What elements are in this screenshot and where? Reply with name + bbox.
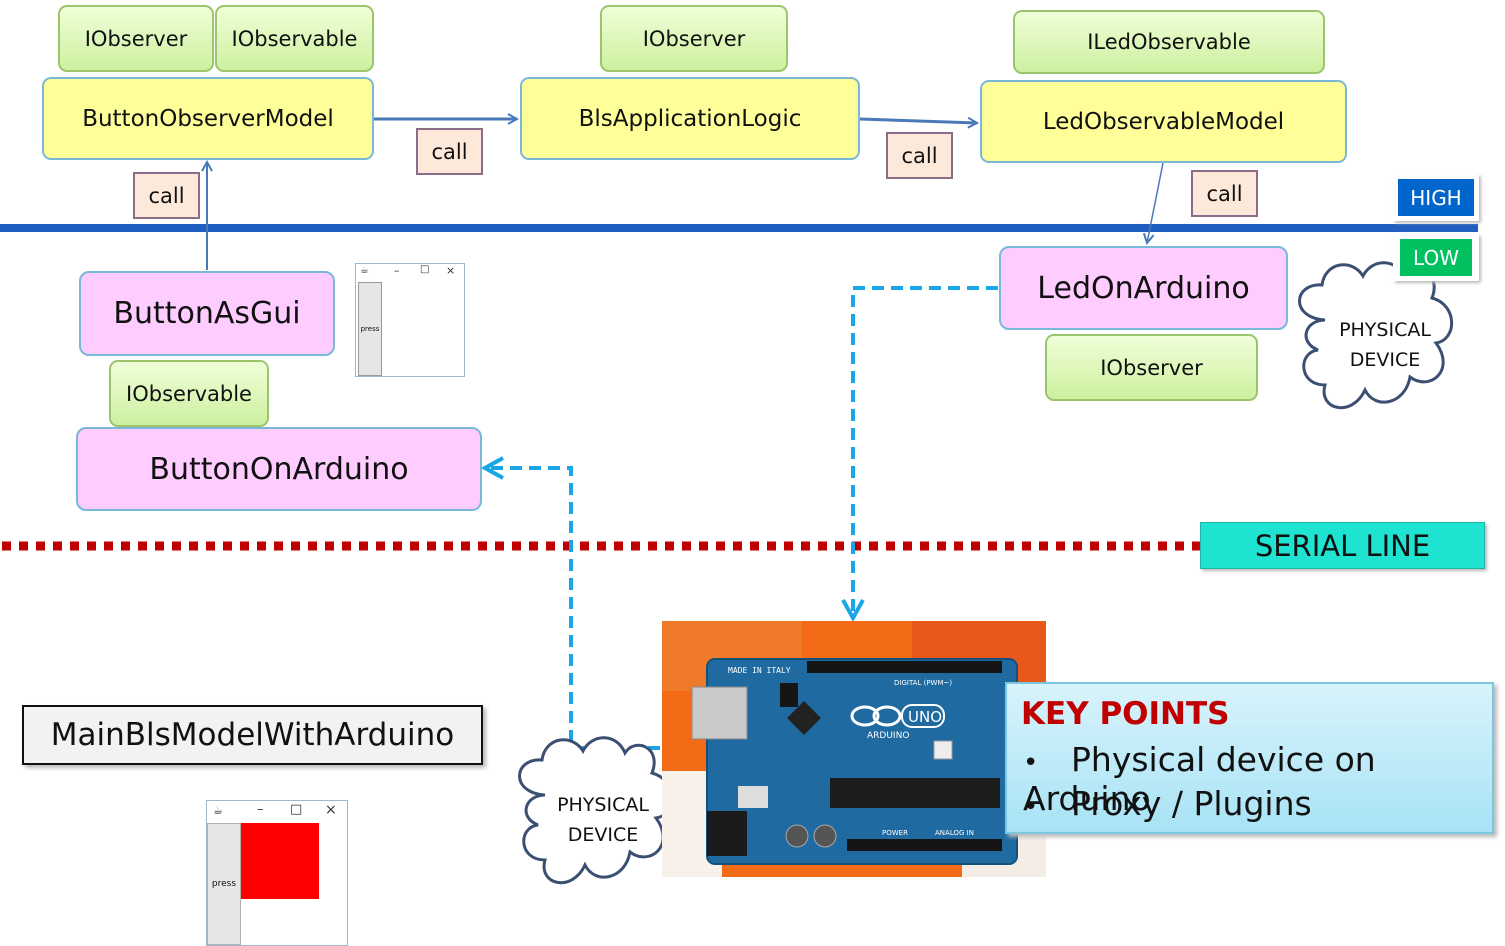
led-indicator — [241, 823, 319, 899]
physical-device-label-top: PHYSICAL DEVICE — [1339, 319, 1431, 371]
high-level-line — [0, 224, 1478, 232]
call-label-bom: call — [416, 128, 483, 175]
button-on-arduino-box: ButtonOnArduino — [76, 427, 482, 511]
arrow-led-model-to-arduino — [1147, 162, 1164, 243]
board-model: UNO — [908, 708, 942, 726]
arduino-board-drawing: ARDUINO UNO MADE IN ITALY DIGITAL (PWM~)… — [662, 621, 1046, 877]
key-points-panel: KEY POINTS •Physical device on Arduino •… — [1005, 682, 1494, 834]
gui-window-small: ☕ – □ × press — [355, 263, 465, 377]
high-tag-frame: HIGH — [1393, 174, 1479, 221]
window-titlebar-2: ☕ – □ × — [207, 801, 347, 821]
board-digital: DIGITAL (PWM~) — [894, 679, 952, 687]
button-as-gui-box: ButtonAsGui — [79, 271, 335, 356]
physical-device-label-bottom: PHYSICAL DEVICE — [557, 794, 649, 846]
button-observer-model-box: ButtonObserverModel — [42, 77, 374, 160]
led-observable-model-box: LedObservableModel — [980, 80, 1347, 163]
bullet-icon: • — [1023, 792, 1039, 822]
close-icon[interactable]: × — [446, 264, 456, 277]
board-brand: ARDUINO — [867, 731, 909, 741]
key-points-title: KEY POINTS — [1021, 696, 1230, 732]
arduino-photo: ARDUINO UNO MADE IN ITALY DIGITAL (PWM~)… — [662, 621, 1046, 877]
board-power: POWER — [882, 829, 908, 837]
board-made-in: MADE IN ITALY — [728, 666, 791, 675]
dashed-link-button — [485, 468, 660, 750]
key-point-item: •Proxy / Plugins — [1023, 784, 1312, 823]
java-icon-2: ☕ — [213, 804, 223, 817]
bom-iobserver-tag: IObserver — [58, 5, 214, 72]
bullet-icon: • — [1023, 748, 1039, 778]
bom-iobservable-tag: IObservable — [215, 5, 374, 72]
gui-window-large: ☕ – □ × press — [206, 800, 348, 946]
call-label-gui: call — [133, 172, 200, 219]
bls-application-logic-box: BlsApplicationLogic — [520, 77, 860, 160]
maximize-icon[interactable]: □ — [420, 264, 430, 275]
minimize-icon[interactable]: – — [394, 264, 400, 277]
minimize-icon-2[interactable]: – — [257, 802, 264, 817]
led-iledobservable-tag: ILedObservable — [1013, 10, 1325, 74]
java-icon: ☕ — [360, 265, 369, 276]
main-class-box: MainBlsModelWithArduino — [22, 705, 483, 765]
cloud-shape-bottom — [518, 736, 674, 885]
key-point-item: •Physical device on Arduino — [1023, 740, 1376, 818]
call-label-logic: call — [886, 132, 953, 179]
led-arduino-iobserver-tag: IObserver — [1045, 334, 1258, 401]
close-icon-2[interactable]: × — [325, 802, 337, 818]
led-on-arduino-box: LedOnArduino — [999, 246, 1288, 330]
arrow-logic-to-led-model — [859, 119, 977, 123]
dashed-link-led — [853, 286, 998, 618]
press-button-2[interactable]: press — [207, 823, 241, 945]
maximize-icon-2[interactable]: □ — [290, 802, 303, 817]
press-button[interactable]: press — [358, 282, 382, 376]
serial-line-label: SERIAL LINE — [1200, 522, 1485, 569]
logic-iobserver-tag: IObserver — [600, 5, 788, 72]
low-tag: LOW — [1400, 239, 1472, 276]
call-label-led-model: call — [1191, 170, 1258, 217]
low-tag-frame: LOW — [1393, 234, 1479, 281]
high-tag: HIGH — [1398, 179, 1474, 216]
window-titlebar: ☕ – □ × — [356, 264, 464, 280]
board-analog: ANALOG IN — [935, 829, 974, 837]
button-arduino-iobservable-tag: IObservable — [109, 360, 269, 427]
cloud-shape-top — [1298, 261, 1454, 410]
